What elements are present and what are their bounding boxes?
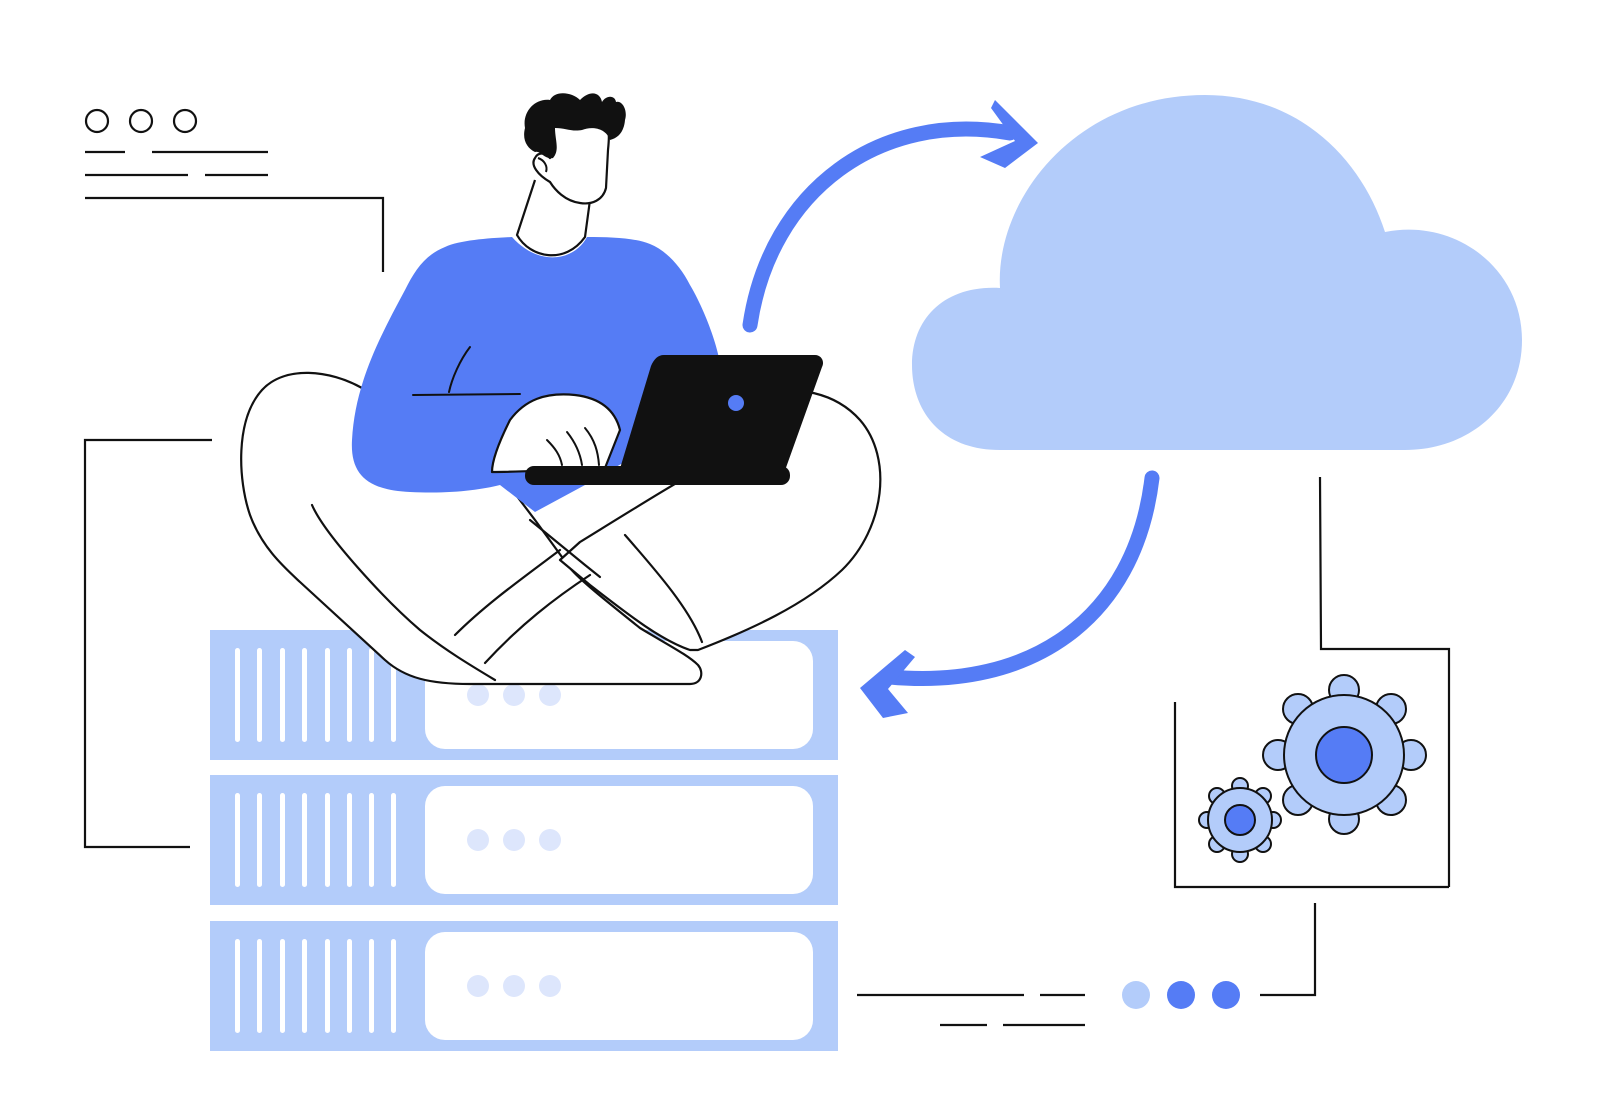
server-vent	[235, 648, 396, 742]
large-gear	[1262, 674, 1427, 835]
server-indicator-dots	[467, 829, 561, 851]
gear-box-frame	[1173, 702, 1449, 889]
server-indicator-dots	[467, 684, 561, 706]
server-stack	[210, 630, 838, 1051]
laptop-icon	[525, 355, 824, 485]
window-chrome-decoration	[84, 108, 385, 272]
window-dot-icon	[84, 108, 110, 134]
hair	[524, 93, 626, 159]
status-dot	[1212, 981, 1240, 1009]
status-dot	[1122, 981, 1150, 1009]
server-vent	[235, 793, 396, 887]
head	[524, 93, 626, 205]
window-dot-icon	[172, 108, 198, 134]
sync-arrows-icon	[742, 121, 1160, 686]
gear-icon	[1198, 674, 1427, 863]
server-vent	[235, 939, 396, 1033]
window-dot-icon	[128, 108, 154, 134]
status-dots	[1122, 981, 1240, 1009]
left-connector-line	[83, 438, 212, 849]
small-gear	[1198, 777, 1282, 863]
cloud-icon	[912, 95, 1522, 450]
right-connector-line	[1318, 476, 1451, 887]
arrowheads	[860, 100, 1038, 718]
status-dot	[1167, 981, 1195, 1009]
bottom-status-lines	[857, 903, 1317, 1027]
server-unit	[210, 775, 838, 905]
person-with-laptop	[240, 93, 882, 686]
server-unit	[210, 921, 838, 1051]
fingers	[546, 427, 600, 466]
server-indicator-dots	[467, 975, 561, 997]
